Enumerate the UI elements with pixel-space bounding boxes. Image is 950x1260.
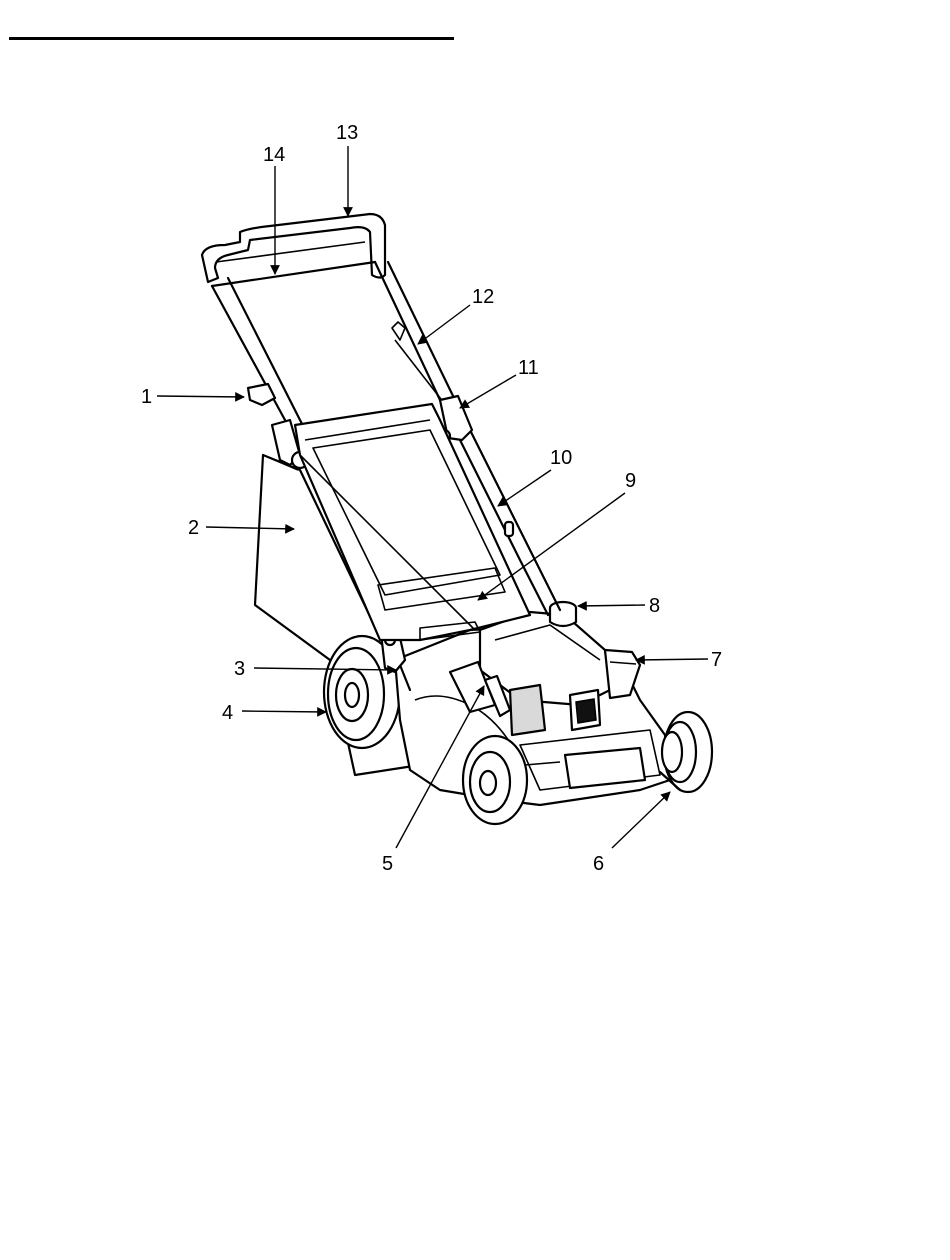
leader-7 [636, 659, 708, 660]
callout-2: 2 [188, 517, 199, 539]
leader-6 [612, 792, 670, 848]
callout-9: 9 [625, 470, 636, 492]
leader-1 [157, 396, 244, 397]
leader-9 [478, 493, 625, 600]
callout-3: 3 [234, 658, 245, 680]
callout-7: 7 [711, 649, 722, 671]
callout-8: 8 [649, 595, 660, 617]
callout-14: 14 [263, 144, 285, 166]
leader-10 [498, 470, 551, 506]
leader-11 [460, 375, 516, 408]
callout-5: 5 [382, 853, 393, 875]
leader-8 [578, 605, 645, 606]
callout-4: 4 [222, 702, 233, 724]
front-wheel [463, 736, 527, 824]
callout-13: 13 [336, 122, 358, 144]
front-right-wheel [660, 712, 712, 792]
callout-1: 1 [141, 386, 152, 408]
callout-12: 12 [472, 286, 494, 308]
callout-11: 11 [518, 357, 539, 379]
leader-4 [242, 711, 326, 712]
leader-12 [418, 305, 470, 344]
callout-10: 10 [550, 447, 572, 469]
callout-6: 6 [593, 853, 604, 875]
